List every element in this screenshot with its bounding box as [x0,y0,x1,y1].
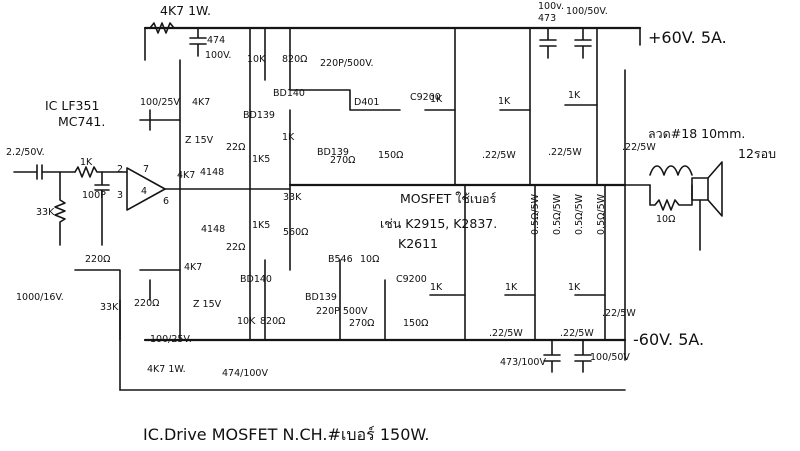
coil-turns: 12รอบ [738,146,776,161]
opamp-pin6-label: 6 [163,196,169,207]
outputs-r-022-5w-2-label: .22/5W [548,147,582,158]
opamp-pin4-label: 4 [141,186,147,197]
bias-r-220-label: 220Ω [85,254,110,265]
outputs-r-022-5w-6-label: .22/5W [602,308,636,319]
outputs-r-022-5w-4-label: .22/5W [489,328,523,339]
bias-r-220-fb-label: 220Ω [134,298,159,309]
drivers-r-270-top-label: 270Ω [330,155,355,166]
output-devices: C9200 1K 150Ω 1K 1K .22/5W .22/5W .22/5W… [378,27,656,341]
bias-c-100-25v-top-label: 100/25V [140,97,180,108]
opamp-c-100p-label: 100P [82,190,106,201]
bias-d-4148-top-label: 4148 [200,167,224,178]
driver-stage: 10K 820Ω BD140 BD139 1K5 220P/500V. D401… [237,27,428,341]
outputs-r-022-5w-1-label: .22/5W [482,150,516,161]
outputs-r-05-5w-4-label: 0.5Ω/5W [596,193,607,235]
positive-rail [143,26,642,61]
top-rail-caps-100v-label: 100v. [538,1,564,12]
drivers-r-1k5-top-label: 1K5 [252,154,270,165]
bias-c-100-25v-bot-label: 100/25V. [150,334,192,345]
bias-r-4k7-bot-label: 4K7 [184,262,202,273]
drivers-r-1k-label: 1K [282,132,295,143]
bias-d-4148-bot-label: 4148 [201,224,225,235]
coil-label: ลวด#18 10mm. [648,126,745,141]
outputs-r-022-5w-3-label: .22/5W [622,142,656,153]
outputs-r-1k-c-label: 1K [568,90,581,101]
mosfet-parts: เช่น K2915, K2837. [380,216,497,231]
output-stage-r-10-label: 10Ω [656,214,675,225]
ic-label-2: MC741. [58,114,105,129]
mosfet-note: MOSFET ใช้เบอร์ [400,191,497,206]
rail-capacitors-bottom [543,339,592,373]
outputs-c9200-bot-label: C9200 [396,274,427,285]
drivers-q-bd140-bot-label: BD140 [240,274,272,285]
outputs-r-1k-e-label: 1K [505,282,518,293]
outputs-r-1k-b-label: 1K [498,96,511,107]
bias-z-15v-bot-label: Z 15V [193,299,222,310]
outputs-r-1k-a-label: 1K [430,94,443,105]
drivers-q-bd139-bot-label: BD139 [305,292,337,303]
drivers-r-820-bot-label: 820Ω [260,316,285,327]
bias-r-4k7-top-label: 4K7 [192,97,210,108]
drivers-r-820-top-label: 820Ω [282,54,307,65]
cap-473-100v-label: 473/100V [500,357,546,368]
outputs-c9200-top-label: C9200 [410,92,441,103]
drivers-r-33k-mid-label: 33K [283,192,302,203]
drivers-r-10k-bot-label: 10K [237,316,256,327]
top-rail-caps-100-50v-label: 100/50V. [566,6,608,17]
outputs-r-022-5w-5-label: .22/5W [560,328,594,339]
bias-network: 100/25V 4K7 Z 15V 4148 4K7 4148 22Ω 22Ω … [16,59,268,391]
opamp-r-33k-label: 33K [36,207,55,218]
mosfet-part3: K2611 [398,236,438,251]
opamp-r-1k-label: 1K [80,157,93,168]
drivers-r-560-label: 560Ω [283,227,308,238]
resistor-4k7-1w-top: 4K7 1W. [149,3,211,34]
output-bus [288,69,651,361]
cap-100-50v-label: 100/50V [590,352,630,363]
drivers-q-d401-label: D401 [354,97,379,108]
outputs-r-05-5w-2-label: 0.5Ω/5W [552,193,563,235]
drivers-r-270-bot-label: 270Ω [349,318,374,329]
bias-cap-474-100v-bot-label: 474/100V [222,368,268,379]
drivers-c-220p-bot-label: 220P 500V [316,306,368,317]
resistor-4k7-1w-top-label: 4K7 1W. [160,3,211,18]
opamp-input-cap-label: 2.2/50V. [6,147,45,158]
schematic-caption: IC.Drive MOSFET N.CH.#เบอร์ 150W. [143,425,429,444]
top-cap-474-100v-b-label: 100V. [205,50,231,61]
drivers-q-bd140-top-label: BD140 [273,88,305,99]
bias-r-33k-fb-label: 33K [100,302,119,313]
drivers-q-bd139-top-label: BD139 [243,110,275,121]
drivers-q-bd139-mid-label: BD139 [317,147,349,158]
drivers-r-150-bot-label: 150Ω [403,318,428,329]
drivers-r-10-b546-label: 10Ω [360,254,379,265]
bias-r-22-top-label: 22Ω [226,142,245,153]
supply-positive-label: +60V. 5A. [648,28,727,47]
opamp-pin3-label: 3 [117,190,123,201]
top-rail-caps-473-label: 473 [538,13,556,24]
input-network: 2.2/50V. 1K 100P 33K [6,147,128,246]
supply-negative-label: -60V. 5A. [633,330,704,349]
bias-r-4k7-1w-bot-label: 4K7 1W. [147,364,186,375]
top-cap-474-100v-label: 474 [207,35,225,46]
bias-r-22-bot-label: 22Ω [226,242,245,253]
bias-c-1000-16v-label: 1000/16V. [16,292,64,303]
bias-r-4k7-mid-label: 4K7 [177,170,195,181]
opamp-pin2-label: 2 [117,164,123,175]
opamp-ic: IC LF351 MC741. 2 3 4 6 7 [45,98,291,211]
ic-label-1: IC LF351 [45,98,99,113]
drivers-r-1k5-bot-label: 1K5 [252,220,270,231]
outputs-r-1k-f-label: 1K [568,282,581,293]
rail-capacitors-top: 100v. 473 100/50V. [538,1,608,59]
output-inductor: ลวด#18 10mm. 12รอบ 10Ω [648,126,776,225]
speaker-icon [691,161,723,251]
negative-rail [119,338,627,391]
outputs-r-150-top-label: 150Ω [378,150,403,161]
drivers-r-10k-top-label: 10K [247,54,266,65]
bias-z-15v-top-label: Z 15V [185,135,214,146]
capacitor-474-top: 474 100V. [189,27,231,61]
drivers-c-220p-top-label: 220P/500V. [320,58,374,69]
outputs-r-1k-d-label: 1K [430,282,443,293]
outputs-r-05-5w-3-label: 0.5Ω/5W [574,193,585,235]
opamp-pin7-label: 7 [143,164,149,175]
